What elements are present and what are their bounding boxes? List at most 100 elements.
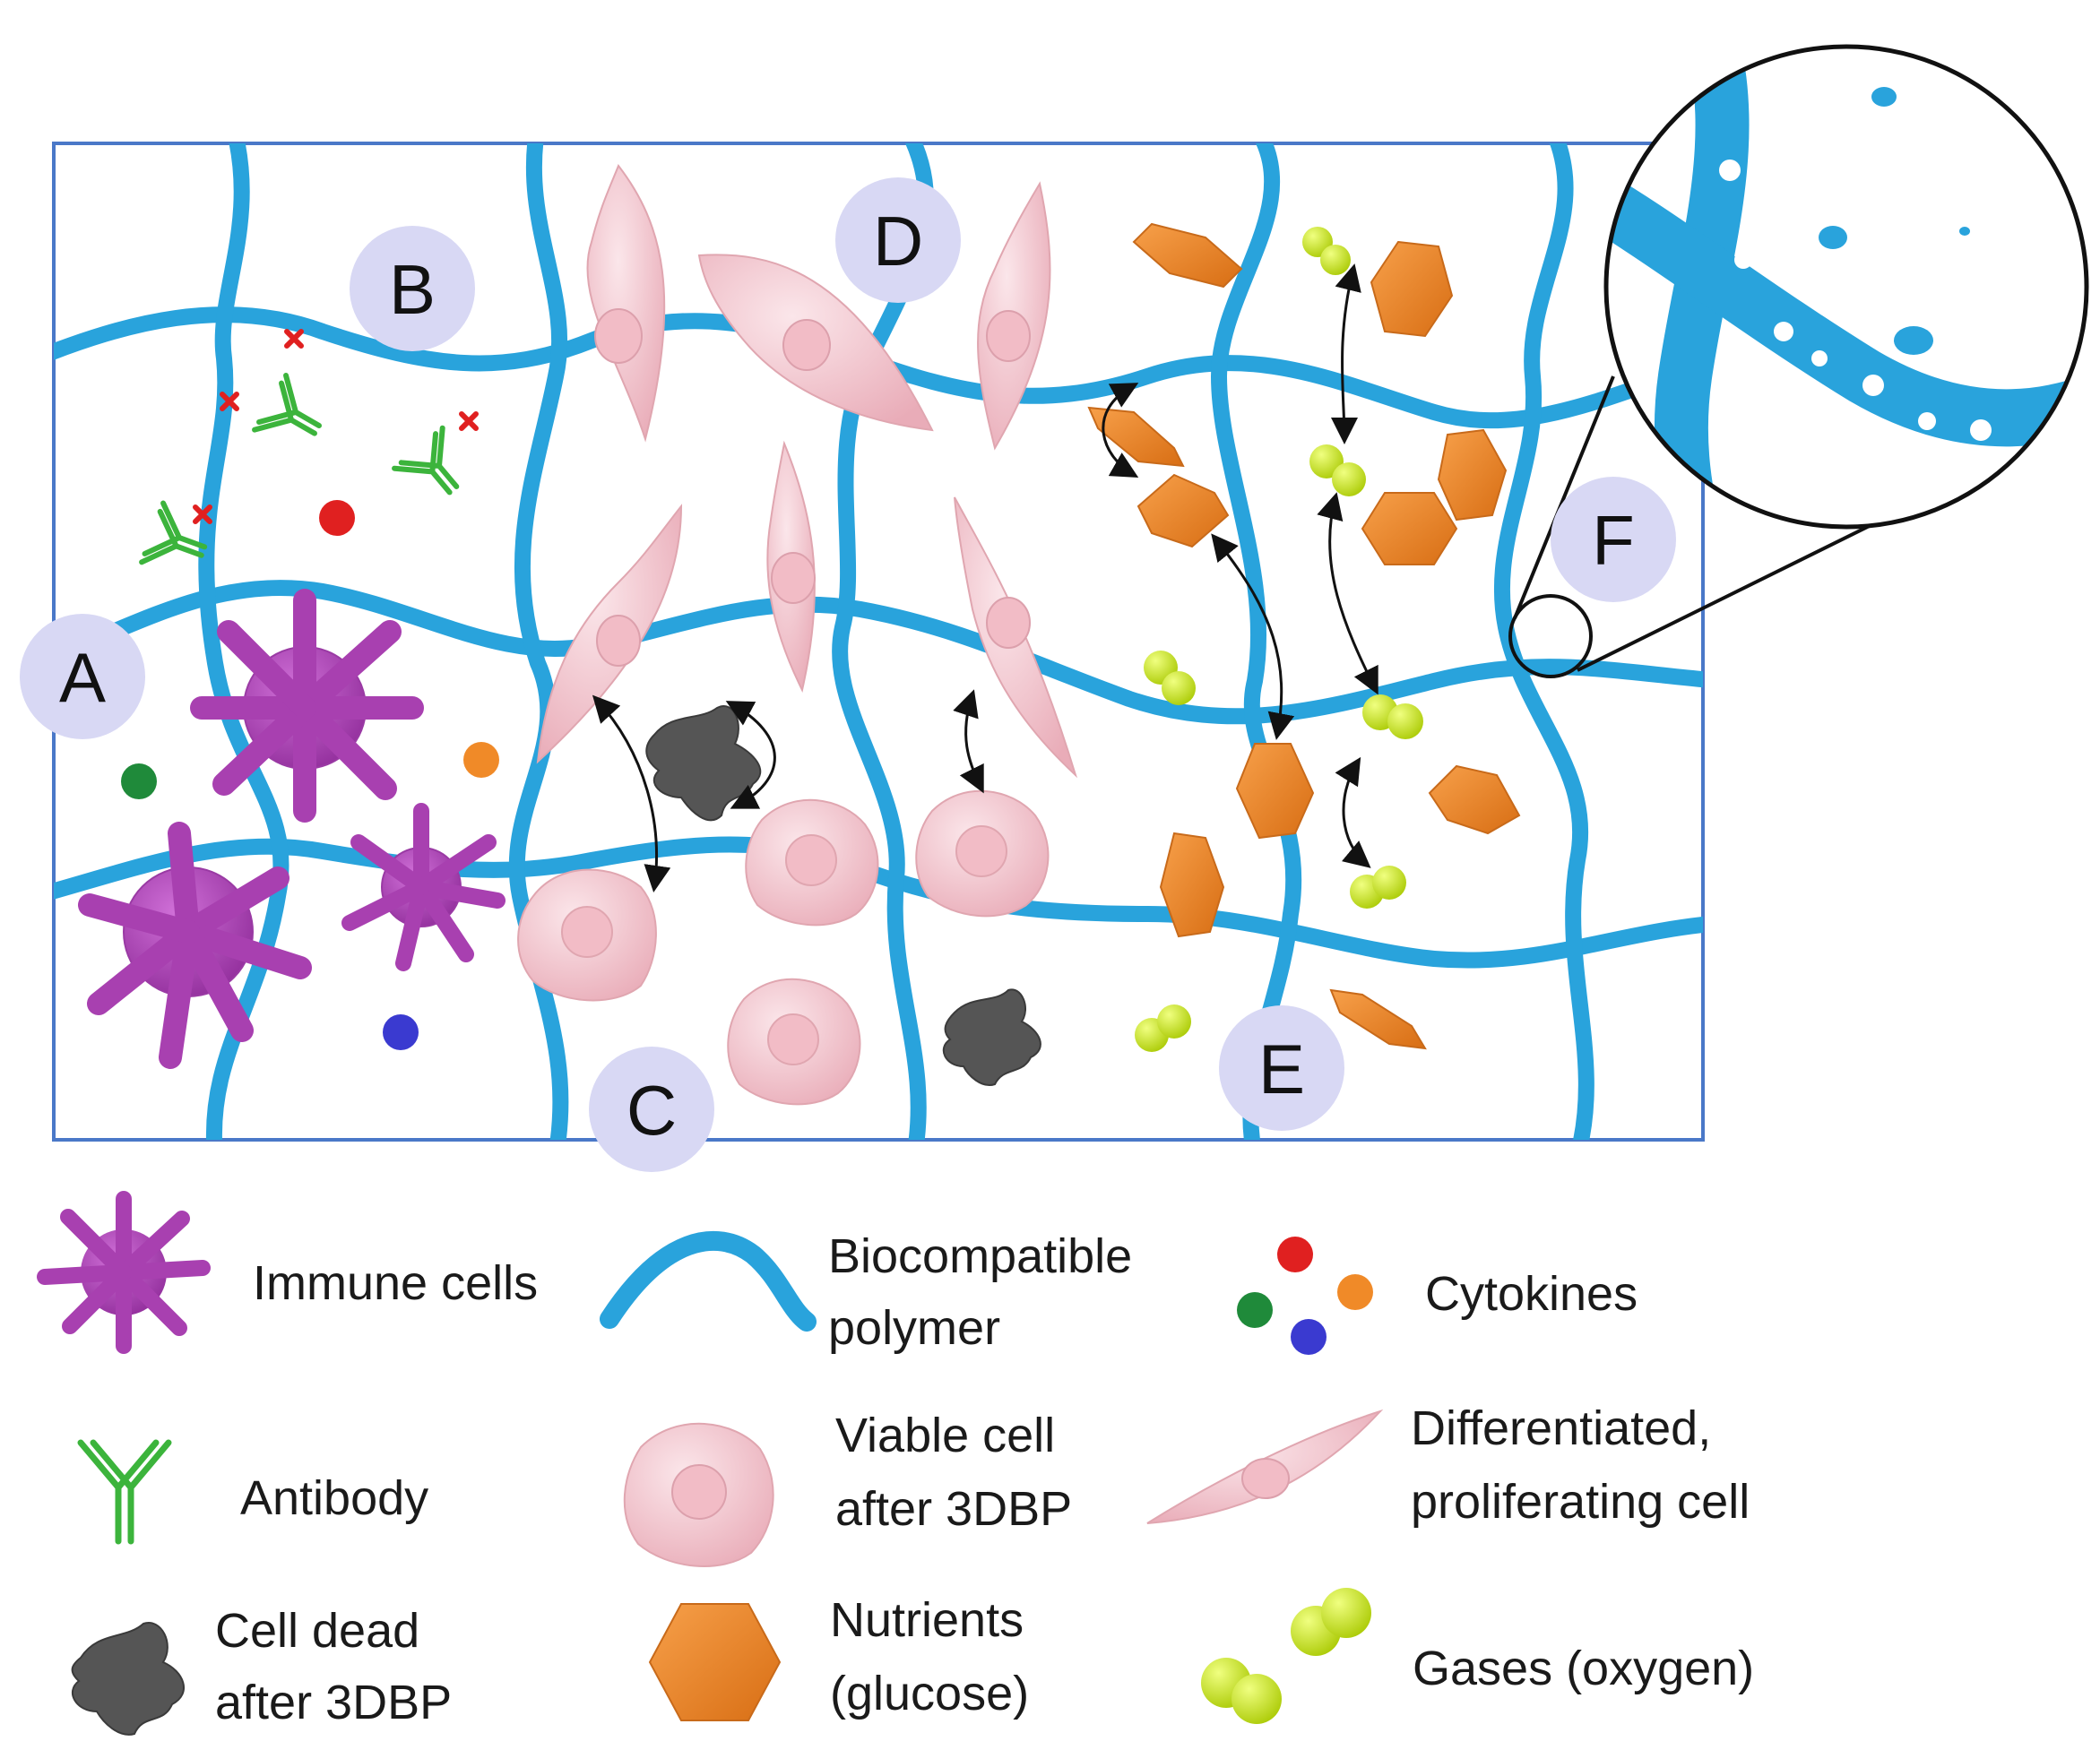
legend-polymer: Biocompatible polymer <box>600 1229 1132 1355</box>
legend-immune-cells: Immune cells <box>37 1191 538 1354</box>
antibody-swatch <box>77 1439 172 1545</box>
blocked-marks <box>193 329 479 524</box>
antibodies <box>139 373 460 565</box>
svg-text:Gases (oxygen): Gases (oxygen) <box>1413 1642 1754 1695</box>
arrow-7 <box>1317 492 1378 695</box>
gas-swatch <box>1201 1588 1371 1724</box>
cytokine-red <box>319 500 355 536</box>
polymer-network <box>54 143 1703 1140</box>
legend-viable-cell: Viable cell after 3DBP <box>623 1409 1072 1567</box>
zoom-source-ring <box>1508 594 1593 678</box>
antibody-1 <box>252 373 322 436</box>
label-b: B <box>350 226 475 351</box>
label-f: F <box>1551 477 1676 602</box>
gas-6 <box>1135 1004 1191 1052</box>
nutrient-4 <box>1136 473 1230 548</box>
nutrient-10 <box>1329 988 1427 1050</box>
label-d: D <box>835 177 961 303</box>
diff-cell-nuclei <box>594 308 1031 667</box>
zoom-line-2 <box>1577 509 1901 672</box>
svg-text:D: D <box>873 202 923 280</box>
immune-cell-2 <box>78 822 312 1069</box>
svg-text:(glucose): (glucose) <box>830 1667 1029 1720</box>
svg-text:after 3DBP: after 3DBP <box>835 1482 1072 1536</box>
viable-cell-4 <box>727 978 861 1106</box>
cytokine-green-swatch <box>1237 1292 1273 1328</box>
scaffold-panel <box>52 142 1705 1142</box>
label-e: E <box>1219 1005 1344 1131</box>
label-c: C <box>589 1047 714 1172</box>
dead-cell-2 <box>942 988 1041 1086</box>
svg-text:Biocompatible: Biocompatible <box>828 1229 1132 1283</box>
cytokine-green <box>121 763 157 799</box>
gas-2 <box>1309 444 1366 496</box>
svg-text:Immune cells: Immune cells <box>253 1256 538 1310</box>
nutrient-2 <box>1370 240 1454 338</box>
antibody-3 <box>139 500 208 565</box>
nutrient-7 <box>1235 743 1315 840</box>
cytokine-orange-swatch <box>1337 1274 1373 1310</box>
immune-cell-1 <box>190 589 424 823</box>
legend-cytokines: Cytokines <box>1237 1237 1638 1355</box>
cytokine-blue <box>383 1014 419 1050</box>
svg-text:E: E <box>1258 1030 1305 1108</box>
svg-text:polymer: polymer <box>828 1301 1000 1355</box>
svg-text:C: C <box>627 1071 677 1150</box>
svg-text:Nutrients: Nutrients <box>830 1593 1024 1647</box>
immune-cell-swatch <box>37 1191 211 1354</box>
arrow-2 <box>725 701 776 809</box>
svg-text:Cytokines: Cytokines <box>1425 1267 1638 1321</box>
legend-nutrients: Nutrients (glucose) <box>648 1593 1029 1721</box>
label-a: A <box>20 614 145 739</box>
cytokines-in-scaffold <box>121 500 499 1050</box>
polymer-swatch <box>600 1230 817 1332</box>
svg-text:proliferating cell: proliferating cell <box>1411 1475 1750 1529</box>
nutrient-9 <box>1159 832 1225 938</box>
svg-text:after 3DBP: after 3DBP <box>215 1676 452 1729</box>
legend-antibody: Antibody <box>77 1439 428 1545</box>
svg-text:A: A <box>59 638 106 717</box>
zoom-droplets <box>1819 87 1970 355</box>
arrow-3 <box>953 689 984 794</box>
svg-text:B: B <box>389 250 436 329</box>
nutrient-5 <box>1437 428 1508 522</box>
svg-text:Cell dead: Cell dead <box>215 1604 419 1658</box>
gas-3 <box>1144 651 1196 705</box>
cytokine-red-swatch <box>1277 1237 1313 1272</box>
zoom-pores <box>1719 159 1992 441</box>
dead-cell-swatch <box>71 1621 185 1736</box>
viable-cell-2 <box>745 798 879 927</box>
legend-gases: Gases (oxygen) <box>1201 1588 1754 1724</box>
antibody-2 <box>392 425 460 496</box>
nutrients <box>1087 222 1521 1050</box>
gas-molecules <box>1135 227 1423 1052</box>
immune-cell-3 <box>341 803 506 971</box>
svg-text:Viable cell: Viable cell <box>835 1409 1055 1462</box>
gas-4 <box>1362 694 1423 739</box>
svg-text:F: F <box>1592 501 1635 580</box>
viable-cell-swatch <box>623 1422 774 1567</box>
region-labels: A B C D E F <box>20 177 1676 1172</box>
immune-cells <box>78 589 506 1069</box>
nutrient-1 <box>1132 222 1243 289</box>
zoom-line-1 <box>1513 375 1615 619</box>
legend-differentiated-cell: Differentiated, proliferating cell <box>1146 1401 1750 1529</box>
diff-cell-1 <box>586 163 666 443</box>
svg-text:Differentiated,: Differentiated, <box>1411 1401 1711 1455</box>
arrow-1 <box>592 694 671 892</box>
zoom-border <box>1603 44 2089 530</box>
viable-cell-1 <box>517 868 657 1002</box>
gas-5 <box>1350 866 1406 909</box>
arrow-4 <box>1102 383 1139 478</box>
viable-cell-3 <box>915 789 1050 918</box>
nutrient-8 <box>1428 764 1521 835</box>
cytokine-orange <box>463 742 499 778</box>
nutrient-swatch <box>648 1603 782 1721</box>
exchange-arrows <box>592 263 1378 892</box>
cytokine-blue-swatch <box>1291 1319 1327 1355</box>
arrow-5 <box>1330 263 1361 444</box>
svg-text:Antibody: Antibody <box>240 1471 428 1525</box>
legend: Immune cells Biocompatible polymer Cytok… <box>37 1191 1754 1736</box>
legend-dead-cell: Cell dead after 3DBP <box>71 1604 452 1736</box>
